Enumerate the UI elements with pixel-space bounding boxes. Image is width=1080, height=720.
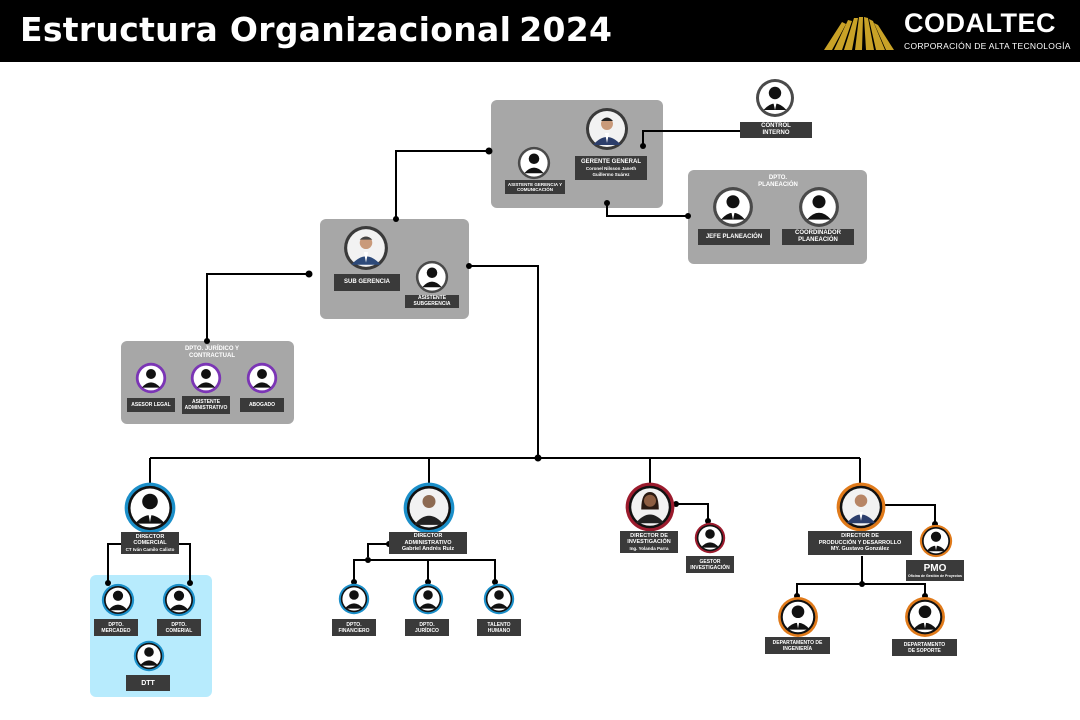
asistente-gerencia-avatar-icon xyxy=(517,146,551,180)
dtt-avatar-icon xyxy=(133,640,165,672)
abogado-label: ABOGADO xyxy=(240,398,284,412)
brand-subtitle: CORPORACIÓN DE ALTA TECNOLOGÍA xyxy=(904,41,1071,51)
director-produccion-photo-icon xyxy=(836,482,886,532)
brand-name: CODALTEC xyxy=(904,8,1056,38)
departamento-soporte-avatar-icon xyxy=(905,597,945,637)
talento-humano-avatar-icon xyxy=(483,583,515,615)
dpto-comercial-label: DPTO.COMERIAL xyxy=(157,619,201,636)
asesor-legal-label: ASESOR LEGAL xyxy=(127,398,175,412)
gestor-investigacion-avatar-icon xyxy=(694,522,726,554)
codaltec-logo-icon xyxy=(824,17,894,50)
asistente-administrativo-avatar-icon xyxy=(190,362,222,394)
pmo-avatar-icon xyxy=(919,524,953,558)
dpto-mercadeo-avatar-icon xyxy=(101,583,135,617)
director-comercial-avatar-icon xyxy=(124,482,176,534)
title-year: 2024 xyxy=(519,10,613,49)
departamento-ingenieria-avatar-icon xyxy=(778,597,818,637)
asistente-subgerencia-avatar-icon xyxy=(415,260,449,294)
dpto-juridico-label: DPTO.JURÍDICO xyxy=(405,619,449,636)
director-administrativo-photo-icon xyxy=(403,482,455,534)
jefe-planeacion-avatar-icon xyxy=(713,187,753,227)
dpto-juridico-avatar-icon xyxy=(412,583,444,615)
sub-gerencia-photo-icon xyxy=(344,226,388,270)
gerente-general-photo-icon xyxy=(586,108,628,150)
director-investigacion-photo-icon xyxy=(625,482,675,532)
abogado-avatar-icon xyxy=(246,362,278,394)
jefe-planeacion-label: JEFE PLANEACIÓN xyxy=(698,229,770,245)
asesor-legal-avatar-icon xyxy=(135,362,167,394)
coordinador-planeacion-avatar-icon xyxy=(799,187,839,227)
control-interno-avatar-icon xyxy=(756,79,794,117)
dpto-financiero-label: DPTO.FINANCIERO xyxy=(332,619,376,636)
planeacion-group-title: DPTO.PLANEACIÓN xyxy=(758,175,798,188)
dpto-financiero-avatar-icon xyxy=(338,583,370,615)
dpto-comercial-avatar-icon xyxy=(162,583,196,617)
dtt-label: DTT xyxy=(126,675,170,691)
sub-gerencia-label: SUB GERENCIA xyxy=(334,274,400,291)
dpto-mercadeo-label: DPTO.MERCADEO xyxy=(94,619,138,636)
